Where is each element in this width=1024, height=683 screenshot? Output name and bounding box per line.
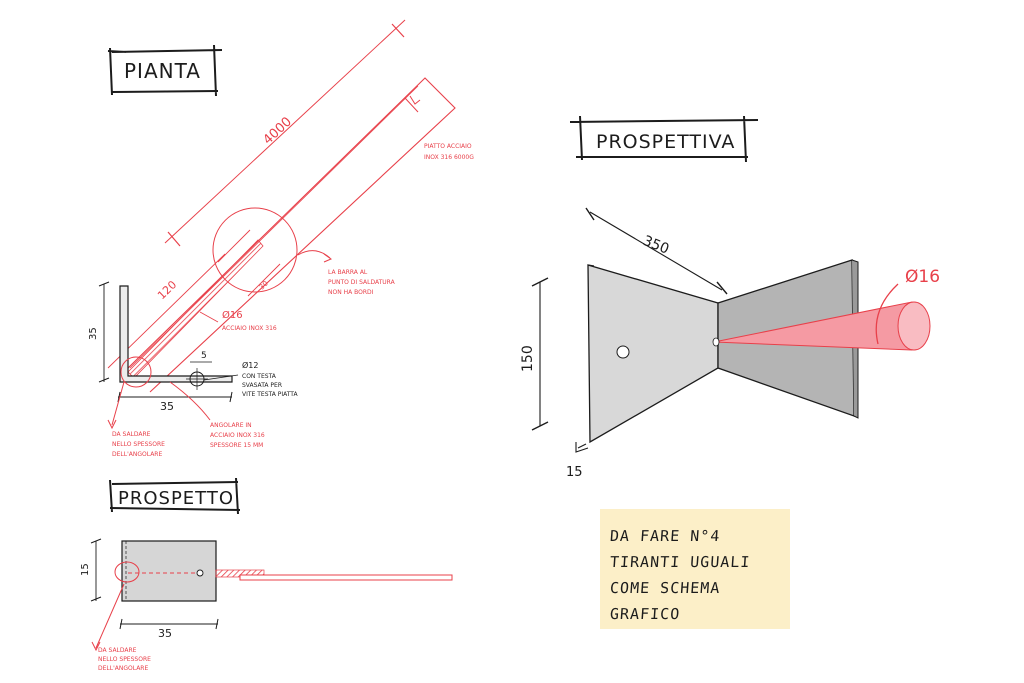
dim-150: 150 [520, 345, 536, 372]
note-saldare-prospetto-line-3: DELL'ANGOLARE [98, 665, 148, 672]
note-saldare-prospetto: DA SALDARE NELLO SPESSORE DELL'ANGOLARE [98, 647, 151, 672]
note-angolare: ANGOLARE IN ACCIAIO INOX 316 SPESSORE 15… [210, 422, 265, 449]
note-foro-line-1: Ø12 [242, 360, 258, 370]
title-pianta: PIANTA [107, 44, 223, 97]
note-card-line-4: GRAFICO [609, 605, 681, 623]
note-saldare-pianta-line-1: DA SALDARE [112, 431, 151, 438]
perspective-view: 350 Ø16 150 15 [520, 207, 940, 480]
note-foro: Ø12 CON TESTA SVASATA PER VITE TESTA PIA… [242, 360, 298, 398]
note-barra: LA BARRA AL PUNTO DI SALDATURA NON HA BO… [328, 269, 396, 296]
title-pianta-text: PIANTA [124, 59, 201, 83]
dim-length-4000: 4000 [260, 114, 294, 148]
dim-15-perspective: 15 [566, 465, 583, 480]
note-saldare-prospetto-line-1: DA SALDARE [98, 647, 137, 654]
note-foro-line-3: SVASATA PER [242, 382, 282, 389]
title-prospettiva: PROSPETTIVA [569, 115, 759, 163]
note-piatto-line-1: PIATTO ACCIAIO [424, 143, 472, 150]
note-card-line-3: COME SCHEMA [609, 579, 721, 597]
note-card-line-1: DA FARE N°4 [609, 527, 721, 545]
note-tondo-line-2: ACCIAIO INOX 316 [222, 325, 277, 332]
dim-350: 350 [641, 233, 672, 258]
note-saldare-pianta-line-2: NELLO SPESSORE [112, 441, 165, 448]
dim-35-horizontal: 35 [160, 400, 174, 413]
dim-30: 30 [258, 279, 270, 291]
note-foro-line-2: CON TESTA [242, 373, 277, 380]
note-angolare-line-2: ACCIAIO INOX 316 [210, 432, 265, 439]
note-angolare-line-3: SPESSORE 15 MM [210, 442, 263, 449]
note-card: DA FARE N°4 TIRANTI UGUALI COME SCHEMA G… [600, 509, 790, 629]
title-prospettiva-text: PROSPETTIVA [596, 131, 735, 153]
dim-5: 5 [201, 351, 207, 361]
dim-15-elevation: 15 [80, 563, 91, 576]
note-foro-line-4: VITE TESTA PIATTA [242, 391, 298, 398]
dim-35-vertical: 35 [88, 327, 99, 340]
note-piatto: PIATTO ACCIAIO INOX 316 6000G [424, 143, 474, 161]
dim-35-elevation: 35 [158, 627, 172, 640]
note-barra-line-1: LA BARRA AL [328, 269, 368, 276]
dim-120: 120 [155, 278, 179, 302]
note-card-line-2: TIRANTI UGUALI [609, 553, 752, 571]
note-tondo-line-1: Ø16 [222, 309, 243, 321]
dim-diameter-16: Ø16 [905, 267, 940, 287]
note-barra-line-2: PUNTO DI SALDATURA [328, 279, 396, 286]
note-angolare-line-1: ANGOLARE IN [210, 422, 252, 429]
note-piatto-line-2: INOX 316 6000G [424, 154, 474, 161]
note-saldare-pianta: DA SALDARE NELLO SPESSORE DELL'ANGOLARE [112, 431, 165, 458]
title-prospetto-text: PROSPETTO [118, 488, 234, 509]
elevation-view: 15 35 [80, 538, 453, 652]
title-prospetto: PROSPETTO [109, 477, 241, 515]
note-tondo: Ø16 ACCIAIO INOX 316 [222, 309, 277, 332]
note-saldare-pianta-line-3: DELL'ANGOLARE [112, 451, 162, 458]
note-saldare-prospetto-line-2: NELLO SPESSORE [98, 656, 151, 663]
note-barra-line-3: NON HA BORDI [328, 289, 374, 296]
